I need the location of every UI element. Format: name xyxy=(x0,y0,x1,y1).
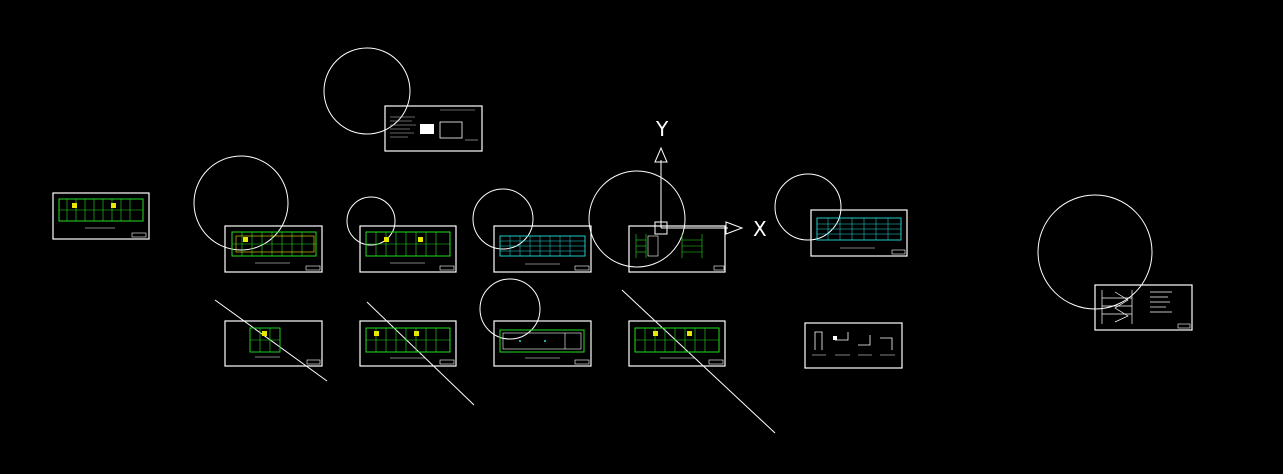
plan-grid xyxy=(59,199,143,221)
sheet-border xyxy=(493,320,592,367)
construction-circle[interactable] xyxy=(479,278,541,340)
cover-frame xyxy=(439,121,463,139)
ucs-axis-icon: Y X xyxy=(654,117,767,241)
sheet-border xyxy=(804,322,903,369)
highlight-block xyxy=(72,203,77,208)
sheet-border xyxy=(384,105,483,152)
construction-circle[interactable] xyxy=(588,170,686,268)
title-block xyxy=(574,265,590,271)
highlight-block xyxy=(111,203,116,208)
sheet-floor-plan-left[interactable] xyxy=(52,192,150,240)
sheet-partial-plan[interactable] xyxy=(224,320,323,367)
sheet-border xyxy=(628,225,726,273)
title-block xyxy=(306,359,321,365)
sheet-border xyxy=(810,209,908,257)
title-block xyxy=(574,359,590,365)
title-block xyxy=(439,265,455,271)
sheet-floor-plan-5[interactable] xyxy=(628,320,726,367)
sheet-border xyxy=(224,320,323,367)
sheet-border xyxy=(493,225,592,273)
construction-line[interactable] xyxy=(621,289,776,434)
sheet-stair-detail[interactable] xyxy=(1094,284,1193,331)
sheet-border xyxy=(628,320,726,367)
construction-line[interactable] xyxy=(366,301,475,406)
title-block xyxy=(891,249,906,255)
sheet-floor-plan-4[interactable] xyxy=(359,320,457,367)
title-block xyxy=(713,265,725,271)
construction-circle[interactable] xyxy=(193,155,289,251)
construction-circle[interactable] xyxy=(472,188,534,250)
cover-block xyxy=(420,124,434,134)
construction-circle[interactable] xyxy=(774,173,842,241)
sheet-section-1[interactable] xyxy=(628,225,726,273)
plan-outline xyxy=(499,329,585,353)
sheet-floor-plan-1[interactable] xyxy=(224,225,323,273)
construction-line[interactable] xyxy=(214,299,328,382)
title-block xyxy=(305,265,321,271)
title-block xyxy=(439,359,455,365)
sheet-border xyxy=(359,320,457,367)
title-block xyxy=(131,232,147,238)
construction-lines xyxy=(214,289,776,434)
sheet-border xyxy=(52,192,150,240)
sheet-border xyxy=(224,225,323,273)
sheet-border xyxy=(359,225,457,273)
title-block xyxy=(708,359,724,365)
construction-circle[interactable] xyxy=(323,47,411,135)
ucs-x-label: X xyxy=(753,217,767,241)
sheet-node-details[interactable] xyxy=(804,322,903,369)
cover-text-lines xyxy=(390,109,478,141)
construction-circle[interactable] xyxy=(346,196,396,246)
sheet-elevation-2[interactable] xyxy=(810,209,908,257)
sheet-elevation-1[interactable] xyxy=(493,225,592,273)
title-block xyxy=(1177,323,1191,329)
construction-circles xyxy=(193,47,1153,340)
sheet-border xyxy=(1094,284,1193,331)
ucs-y-label: Y xyxy=(655,117,669,141)
sheet-floor-plan-2[interactable] xyxy=(359,225,457,273)
sheet-cover[interactable] xyxy=(384,105,483,152)
sheet-roof-plan[interactable] xyxy=(493,320,592,367)
